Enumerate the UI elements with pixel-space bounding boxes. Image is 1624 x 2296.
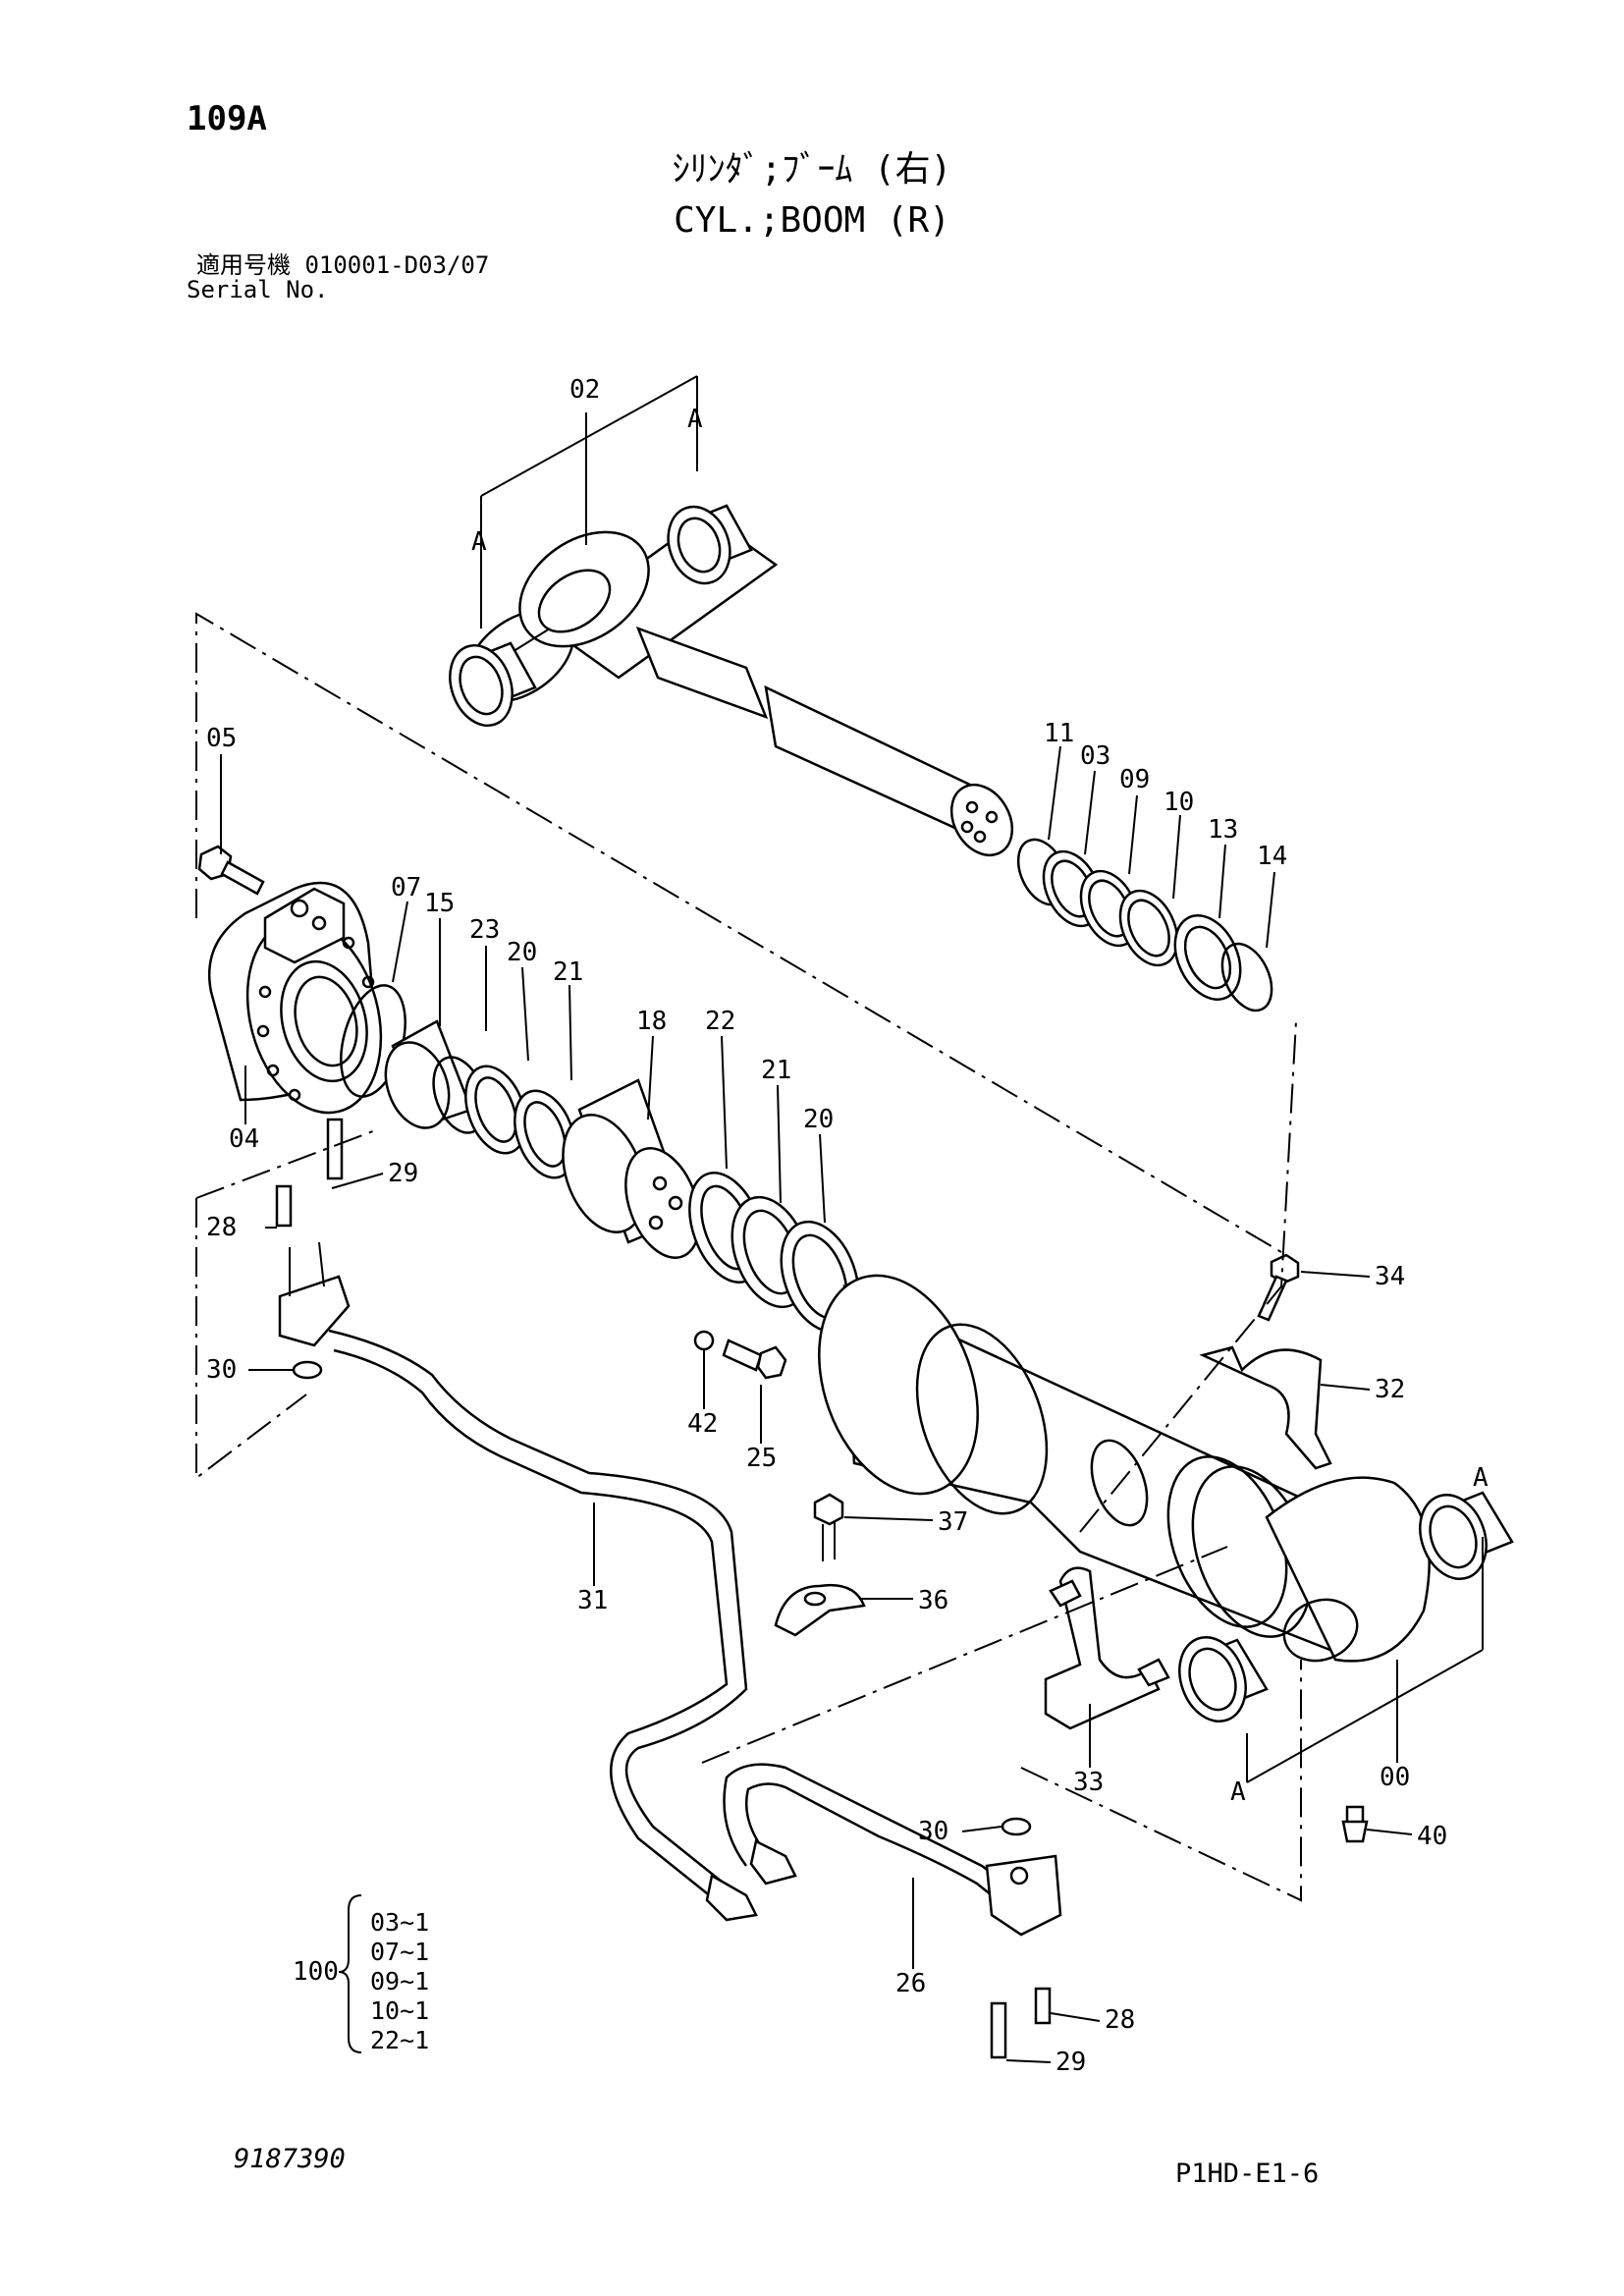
piston-parts[interactable] <box>374 1019 872 1342</box>
kit-number: 100 <box>293 1957 339 1987</box>
callout-22: 22 <box>705 1007 735 1036</box>
callout-28a: 28 <box>206 1213 237 1242</box>
document-number: 9187390 <box>234 2144 346 2174</box>
callout-37: 37 <box>938 1507 968 1537</box>
head-bolt[interactable] <box>197 845 265 896</box>
callout-25: 25 <box>746 1444 777 1473</box>
callout-26: 26 <box>895 1969 926 1998</box>
callout-10: 10 <box>1164 788 1194 817</box>
pipe-clamp-36[interactable] <box>774 1583 866 1637</box>
tube-bushing-left[interactable] <box>1168 1628 1269 1731</box>
callout-34: 34 <box>1375 1262 1405 1291</box>
callout-04: 04 <box>229 1124 259 1154</box>
callout-20a: 20 <box>507 938 537 967</box>
rod-seal-rings[interactable] <box>1008 832 1281 1018</box>
callout-13: 13 <box>1208 815 1238 845</box>
serial-label: Serial No. <box>187 276 329 303</box>
callout-05: 05 <box>206 724 237 753</box>
callout-33: 33 <box>1073 1768 1104 1797</box>
callout-21b: 21 <box>761 1056 791 1085</box>
ref-a-left: A <box>471 527 487 557</box>
kit-item: 10~1 <box>370 1996 430 2025</box>
callout-07: 07 <box>391 873 421 902</box>
ref-a-right: A <box>1473 1463 1489 1493</box>
cylinder-tube[interactable] <box>790 1253 1431 1670</box>
callout-40: 40 <box>1417 1822 1447 1851</box>
kit-item: 07~1 <box>370 1938 430 1966</box>
callout-15: 15 <box>424 889 455 918</box>
rod-eye-bushing-right[interactable] <box>658 498 753 592</box>
callout-23: 23 <box>469 915 500 945</box>
cylinder-head[interactable] <box>207 881 401 1127</box>
kit-item: 22~1 <box>370 2026 430 2054</box>
callout-00: 00 <box>1380 1763 1410 1792</box>
flange-bolts[interactable] <box>275 1118 1052 2059</box>
rod-eye-assembly[interactable] <box>451 509 1024 866</box>
callout-32: 32 <box>1375 1375 1405 1404</box>
callout-14: 14 <box>1257 842 1287 871</box>
callout-21a: 21 <box>553 957 583 987</box>
rod-eye-bushing-left[interactable] <box>439 636 537 734</box>
callout-31: 31 <box>577 1586 608 1615</box>
piston-nut-and-bolt[interactable] <box>693 1330 787 1380</box>
kit-brace <box>338 1894 362 2053</box>
assembly-lines <box>195 375 1484 1902</box>
band-bolt-34[interactable] <box>1257 1253 1300 1322</box>
callout-09: 09 <box>1119 765 1150 794</box>
callout-29b: 29 <box>1056 2048 1086 2077</box>
page-number: 109A <box>187 99 267 138</box>
callout-42: 42 <box>687 1409 718 1439</box>
ref-a-top: A <box>687 405 703 434</box>
callout-20b: 20 <box>803 1105 834 1134</box>
band-clamp-32[interactable] <box>1199 1345 1332 1470</box>
callout-30a: 30 <box>206 1355 237 1385</box>
pipe-31[interactable] <box>328 1329 758 1922</box>
split-flange-right[interactable] <box>985 1854 1062 1937</box>
pipe-26[interactable] <box>723 1763 1002 1896</box>
kit-item: 03~1 <box>370 1908 430 1937</box>
title-english: CYL.;BOOM (R) <box>674 200 950 241</box>
ref-a-bottom: A <box>1230 1777 1246 1807</box>
tube-bushing-right[interactable] <box>1409 1486 1514 1589</box>
callout-02: 02 <box>569 375 600 405</box>
callout-30b: 30 <box>918 1817 948 1846</box>
grease-fitting-40[interactable] <box>1341 1805 1369 1843</box>
callout-03: 03 <box>1080 741 1110 771</box>
callout-18: 18 <box>636 1007 667 1036</box>
callout-28b: 28 <box>1105 2005 1135 2035</box>
callout-labels: 00 02 03 04 05 07 09 10 11 13 14 15 18 2… <box>206 375 1489 2077</box>
kit-item: 09~1 <box>370 1967 430 1995</box>
callout-11: 11 <box>1044 719 1074 748</box>
clamp-bolt-37[interactable] <box>813 1493 844 1561</box>
callout-29a: 29 <box>388 1159 418 1188</box>
pipe-clamp-33[interactable] <box>1044 1566 1170 1730</box>
split-flange-left[interactable] <box>278 1241 351 1347</box>
serial-range: 適用号機 010001-D03/07 <box>196 251 490 279</box>
reference-code: P1HD-E1-6 <box>1175 2159 1320 2189</box>
callout-36: 36 <box>918 1586 948 1615</box>
title-japanese: ｼﾘﾝﾀﾞ;ﾌﾞｰﾑ (右) <box>672 149 952 190</box>
leader-lines <box>220 412 1413 2063</box>
